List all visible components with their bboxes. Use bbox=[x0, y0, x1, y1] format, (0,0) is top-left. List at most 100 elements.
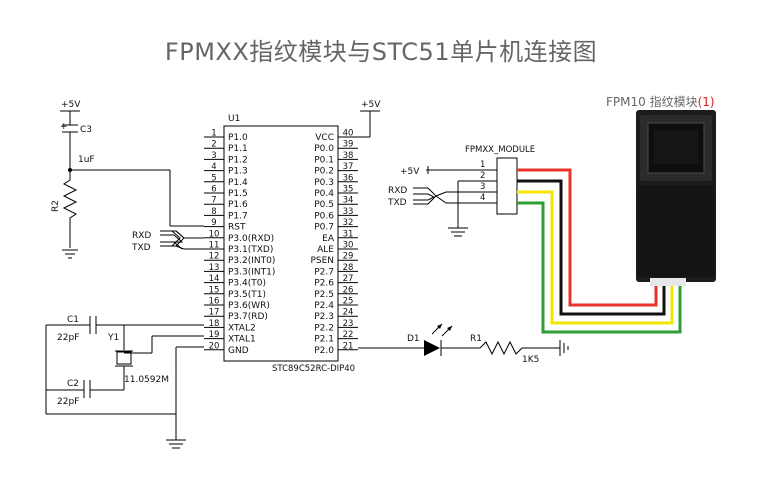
vcc-module-label: +5V bbox=[400, 167, 420, 177]
c3-value: 1uF bbox=[78, 155, 95, 165]
pin-number: 12 bbox=[209, 252, 220, 262]
pin-name: P1.2 bbox=[228, 155, 248, 165]
pin-number: 3 bbox=[211, 151, 216, 161]
pin-name: P3.7(RD) bbox=[228, 312, 268, 322]
pin-number: 22 bbox=[343, 330, 354, 340]
pin-name: P0.1 bbox=[314, 155, 334, 165]
pin-name: P0.3 bbox=[314, 178, 334, 188]
chip-part: STC89C52RC-DIP40 bbox=[272, 364, 355, 374]
pin-number: 18 bbox=[209, 319, 220, 329]
pin-number: 20 bbox=[209, 341, 220, 351]
pin-name: P3.1(TXD) bbox=[228, 245, 273, 255]
reset-circuit: +5V + C3 1uF R2 bbox=[51, 100, 204, 259]
right-pin-group: 40VCC39P0.038P0.137P0.236P0.335P0.434P0.… bbox=[310, 129, 358, 356]
pin-name: P1.1 bbox=[228, 144, 248, 154]
wire-yellow bbox=[517, 190, 674, 325]
pin-name: P2.4 bbox=[314, 301, 334, 311]
pin-name: P2.0 bbox=[314, 346, 334, 356]
c3-label: C3 bbox=[80, 125, 92, 135]
txd-chip-label: TXD bbox=[131, 243, 151, 253]
txd-mod-label: TXD bbox=[387, 198, 407, 208]
pin-name: VCC bbox=[315, 133, 334, 143]
wire-red bbox=[517, 168, 658, 307]
pin-number: 23 bbox=[343, 319, 354, 329]
pin-number: 33 bbox=[343, 207, 354, 217]
pin-name: P3.3(INT1) bbox=[228, 267, 275, 277]
module-caption-number: (1) bbox=[697, 95, 715, 109]
pin-name: P1.7 bbox=[228, 211, 248, 221]
pin-number: 19 bbox=[209, 330, 220, 340]
chip-body bbox=[223, 125, 339, 362]
pin-number: 15 bbox=[209, 285, 220, 295]
y1-value: 11.0592M bbox=[124, 375, 169, 385]
pin-name: P0.6 bbox=[314, 211, 334, 221]
crystal-circuit: C1 22pF Y1 11.0592M C2 22pF bbox=[45, 315, 204, 449]
pin-number: 9 bbox=[211, 218, 216, 228]
pin-name: P2.5 bbox=[314, 290, 334, 300]
pin-number: 40 bbox=[343, 129, 354, 139]
conn-pin-4: 4 bbox=[480, 193, 485, 203]
pin-number: 6 bbox=[211, 185, 216, 195]
conn-pin-1: 1 bbox=[480, 160, 485, 170]
pin-name: P3.2(INT0) bbox=[228, 256, 275, 266]
pin-name: XTAL2 bbox=[228, 323, 256, 333]
pin-name: P1.3 bbox=[228, 167, 248, 177]
connector-name: FPMXX_MODULE bbox=[465, 145, 535, 155]
chip-ref: U1 bbox=[228, 114, 240, 124]
c1-label: C1 bbox=[67, 315, 79, 325]
pin-number: 36 bbox=[343, 173, 354, 183]
c1-value: 22pF bbox=[57, 333, 79, 343]
pin-name: P1.5 bbox=[228, 189, 248, 199]
pin-name: P3.5(T1) bbox=[228, 290, 266, 300]
r2-label: R2 bbox=[51, 200, 61, 212]
page-title: FPMXX指纹模块与STC51单片机连接图 bbox=[164, 38, 598, 66]
pin-name: P1.4 bbox=[228, 178, 248, 188]
pin-name: P0.0 bbox=[314, 144, 334, 154]
pin-name: EA bbox=[322, 234, 335, 244]
svg-text:+: + bbox=[60, 122, 68, 132]
vcc-left-label: +5V bbox=[61, 100, 81, 110]
c2-value: 22pF bbox=[57, 397, 79, 407]
d1-label: D1 bbox=[407, 334, 420, 344]
module-caption-text: FPM10 指纹模块 bbox=[606, 95, 698, 109]
pin-name: P2.7 bbox=[314, 267, 334, 277]
conn-pin-3: 3 bbox=[480, 182, 485, 192]
pin-name: P3.0(RXD) bbox=[228, 234, 274, 244]
led-circuit: D1 R1 1K5 bbox=[358, 323, 569, 365]
rxd-chip-label: RXD bbox=[132, 231, 151, 241]
module-caption: FPM10 指纹模块(1) bbox=[606, 93, 715, 110]
pin-number: 21 bbox=[343, 341, 354, 351]
pin-name: RST bbox=[228, 223, 246, 233]
fingerprint-module bbox=[636, 110, 716, 286]
pin-name: P1.0 bbox=[228, 133, 248, 143]
pin-name: P3.4(T0) bbox=[228, 279, 266, 289]
pin-number: 24 bbox=[343, 308, 354, 318]
wire-black bbox=[517, 179, 666, 316]
pin-number: 37 bbox=[343, 162, 354, 172]
y1-label: Y1 bbox=[107, 333, 119, 343]
pin-name: P1.6 bbox=[228, 200, 248, 210]
pin-name: P2.3 bbox=[314, 312, 334, 322]
pin-number: 8 bbox=[211, 207, 216, 217]
pin-number: 32 bbox=[343, 218, 354, 228]
pin-name: P0.2 bbox=[314, 167, 334, 177]
pin-name: ALE bbox=[317, 245, 334, 255]
pin-name: PSEN bbox=[310, 256, 334, 266]
pin-number: 29 bbox=[343, 252, 354, 262]
pin-number: 35 bbox=[343, 185, 354, 195]
pin-number: 1 bbox=[211, 129, 216, 139]
pin-number: 30 bbox=[343, 241, 354, 251]
uart-chip-side: RXD TXD bbox=[131, 230, 204, 253]
c2-label: C2 bbox=[67, 379, 79, 389]
r1-label: R1 bbox=[470, 334, 482, 344]
pin-number: 10 bbox=[209, 229, 220, 239]
pin-number: 38 bbox=[343, 151, 354, 161]
vcc-chip: +5V bbox=[358, 100, 381, 138]
pin-name: P0.5 bbox=[314, 200, 334, 210]
pin-number: 5 bbox=[211, 173, 216, 183]
pin-name: XTAL1 bbox=[228, 335, 256, 345]
pin-number: 28 bbox=[343, 263, 354, 273]
pin-name: P2.1 bbox=[314, 335, 334, 345]
